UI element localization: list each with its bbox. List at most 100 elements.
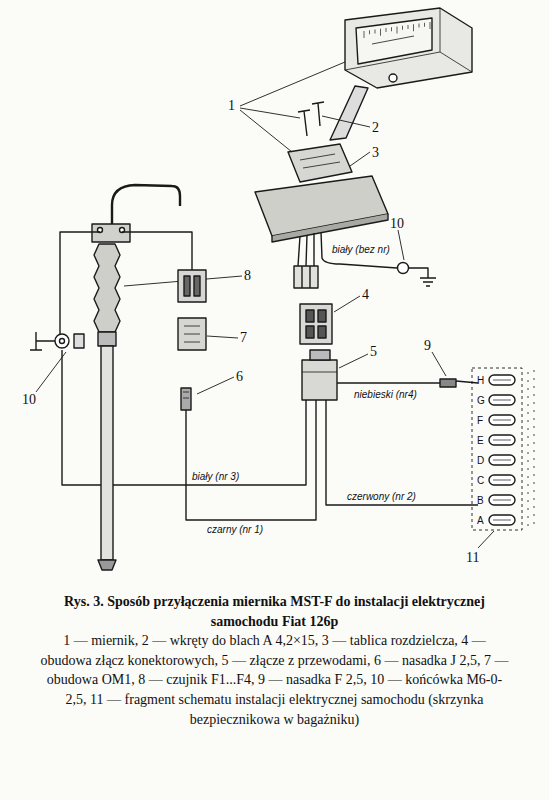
fuse-box — [472, 368, 534, 530]
meter-part — [364, 22, 430, 38]
dashboard-plate-part — [272, 214, 388, 242]
meter-part — [372, 36, 414, 44]
fuse-letter: E — [477, 435, 484, 446]
ground-terminals-part — [55, 334, 69, 348]
meter — [345, 8, 472, 88]
meter-part-part — [413, 24, 414, 31]
spade-connector-part — [440, 379, 456, 387]
plate-wires-part — [294, 266, 318, 288]
fuse-box-part-part — [493, 460, 511, 461]
callout-number: 3 — [372, 145, 379, 161]
leader-lines-part — [334, 296, 360, 312]
callout-number: 4 — [362, 287, 369, 303]
wire-label: czerwony (nr 2) — [345, 491, 418, 502]
connector-housing-part — [300, 304, 332, 344]
plate-wires — [294, 232, 397, 288]
meter-bracket-part — [330, 86, 368, 140]
connector-housing-om1-part — [178, 318, 206, 350]
meter-part — [389, 74, 397, 82]
connector-housing-om1-part — [178, 270, 206, 302]
fuse-box-part-part — [489, 375, 515, 385]
leader-lines-part — [432, 352, 446, 376]
sensor-part — [122, 232, 192, 270]
callout-number: 6 — [236, 369, 243, 385]
ground-terminals — [30, 332, 84, 350]
connector-with-wires — [302, 350, 337, 400]
leader-lines-part — [197, 377, 234, 394]
meter-part-part — [364, 31, 365, 38]
meter-bracket — [288, 86, 368, 182]
fuse-box-part-part — [493, 480, 511, 481]
fuse-letter: H — [477, 375, 484, 386]
meter-part — [345, 8, 472, 88]
callout-number: 11 — [466, 550, 479, 566]
ground-terminals-part — [74, 334, 84, 348]
sensor-part — [101, 346, 113, 560]
leader-lines-part — [322, 116, 370, 127]
leader-lines-part — [478, 531, 494, 548]
fuse-box-part — [489, 375, 515, 525]
ring-terminal-part — [408, 268, 436, 286]
harness-wires-part — [186, 400, 316, 520]
fuse-box-part-part — [489, 455, 515, 465]
meter-bracket-part — [288, 144, 352, 182]
callout-number: 2 — [372, 120, 379, 136]
fuse-box-part-part — [489, 415, 515, 425]
sheet-metal-screws-part — [312, 102, 324, 126]
sensor-part — [112, 185, 180, 224]
callout-number: 1 — [228, 98, 235, 114]
fuse-box-part-part — [489, 495, 515, 505]
meter-part-part — [386, 28, 387, 32]
meter-part-part — [402, 26, 403, 30]
leader-lines-part — [350, 152, 370, 166]
connector-housing-om1-part — [184, 276, 200, 296]
sensor-part — [98, 332, 116, 346]
caption-text: 1 — miernik, 2 — wkręty do blach A 4,2×1… — [40, 631, 509, 729]
sensor-part — [92, 224, 130, 242]
fuse-letter: A — [477, 515, 484, 526]
figure-title: Rys. 3. Sposób przyłączenia miernika MST… — [40, 592, 509, 631]
ground-terminals-part — [30, 332, 55, 350]
leader-lines-part — [398, 230, 404, 260]
fuse-box-part-part — [489, 515, 515, 525]
plate-wires-part — [298, 232, 397, 268]
leader-lines-part — [339, 354, 368, 368]
leader-lines-part — [240, 62, 345, 152]
spade-connector-part — [456, 381, 478, 383]
wiring-illustration-part — [30, 8, 534, 570]
fuse-box-part-part — [489, 435, 515, 445]
fuse-letter: G — [477, 395, 485, 406]
callout-number: 10 — [390, 216, 404, 232]
fuse-box-part-part — [493, 420, 511, 421]
wire-label: biały (bez nr) — [330, 244, 392, 255]
fuse-box-part — [528, 370, 534, 530]
connector-housing-part — [306, 310, 326, 338]
ring-terminal-part — [398, 263, 409, 274]
fuse-letter: C — [477, 475, 484, 486]
meter-part-part — [380, 29, 381, 36]
wire-label: czarny (nr 1) — [205, 524, 265, 535]
fuse-box-part-part — [493, 400, 511, 401]
ring-terminal — [398, 263, 437, 287]
connector-housing-om1 — [178, 270, 206, 350]
callout-number: 8 — [244, 268, 251, 284]
connector-with-wires-part — [310, 350, 330, 360]
sensor — [60, 185, 192, 570]
connector-with-wires-part — [302, 360, 337, 400]
meter-bracket-part — [300, 154, 340, 168]
sensor-part — [60, 232, 100, 334]
figure-caption: Rys. 3. Sposób przyłączenia miernika MST… — [40, 592, 509, 729]
fuse-box-part-part — [489, 395, 515, 405]
connector-housing — [300, 304, 332, 344]
meter-part-part — [419, 24, 420, 28]
fuse-box-part — [472, 368, 522, 530]
wire-label: biały (nr 3) — [190, 471, 241, 482]
leader-lines-part — [207, 336, 238, 338]
fuse-box-part-part — [493, 380, 511, 381]
fuse-box-part-part — [493, 500, 511, 501]
harness-wires — [62, 350, 478, 520]
meter-part-part — [424, 23, 425, 27]
meter-part-part — [430, 22, 431, 29]
spade-terminal — [181, 388, 191, 410]
callout-number: 9 — [424, 338, 431, 354]
